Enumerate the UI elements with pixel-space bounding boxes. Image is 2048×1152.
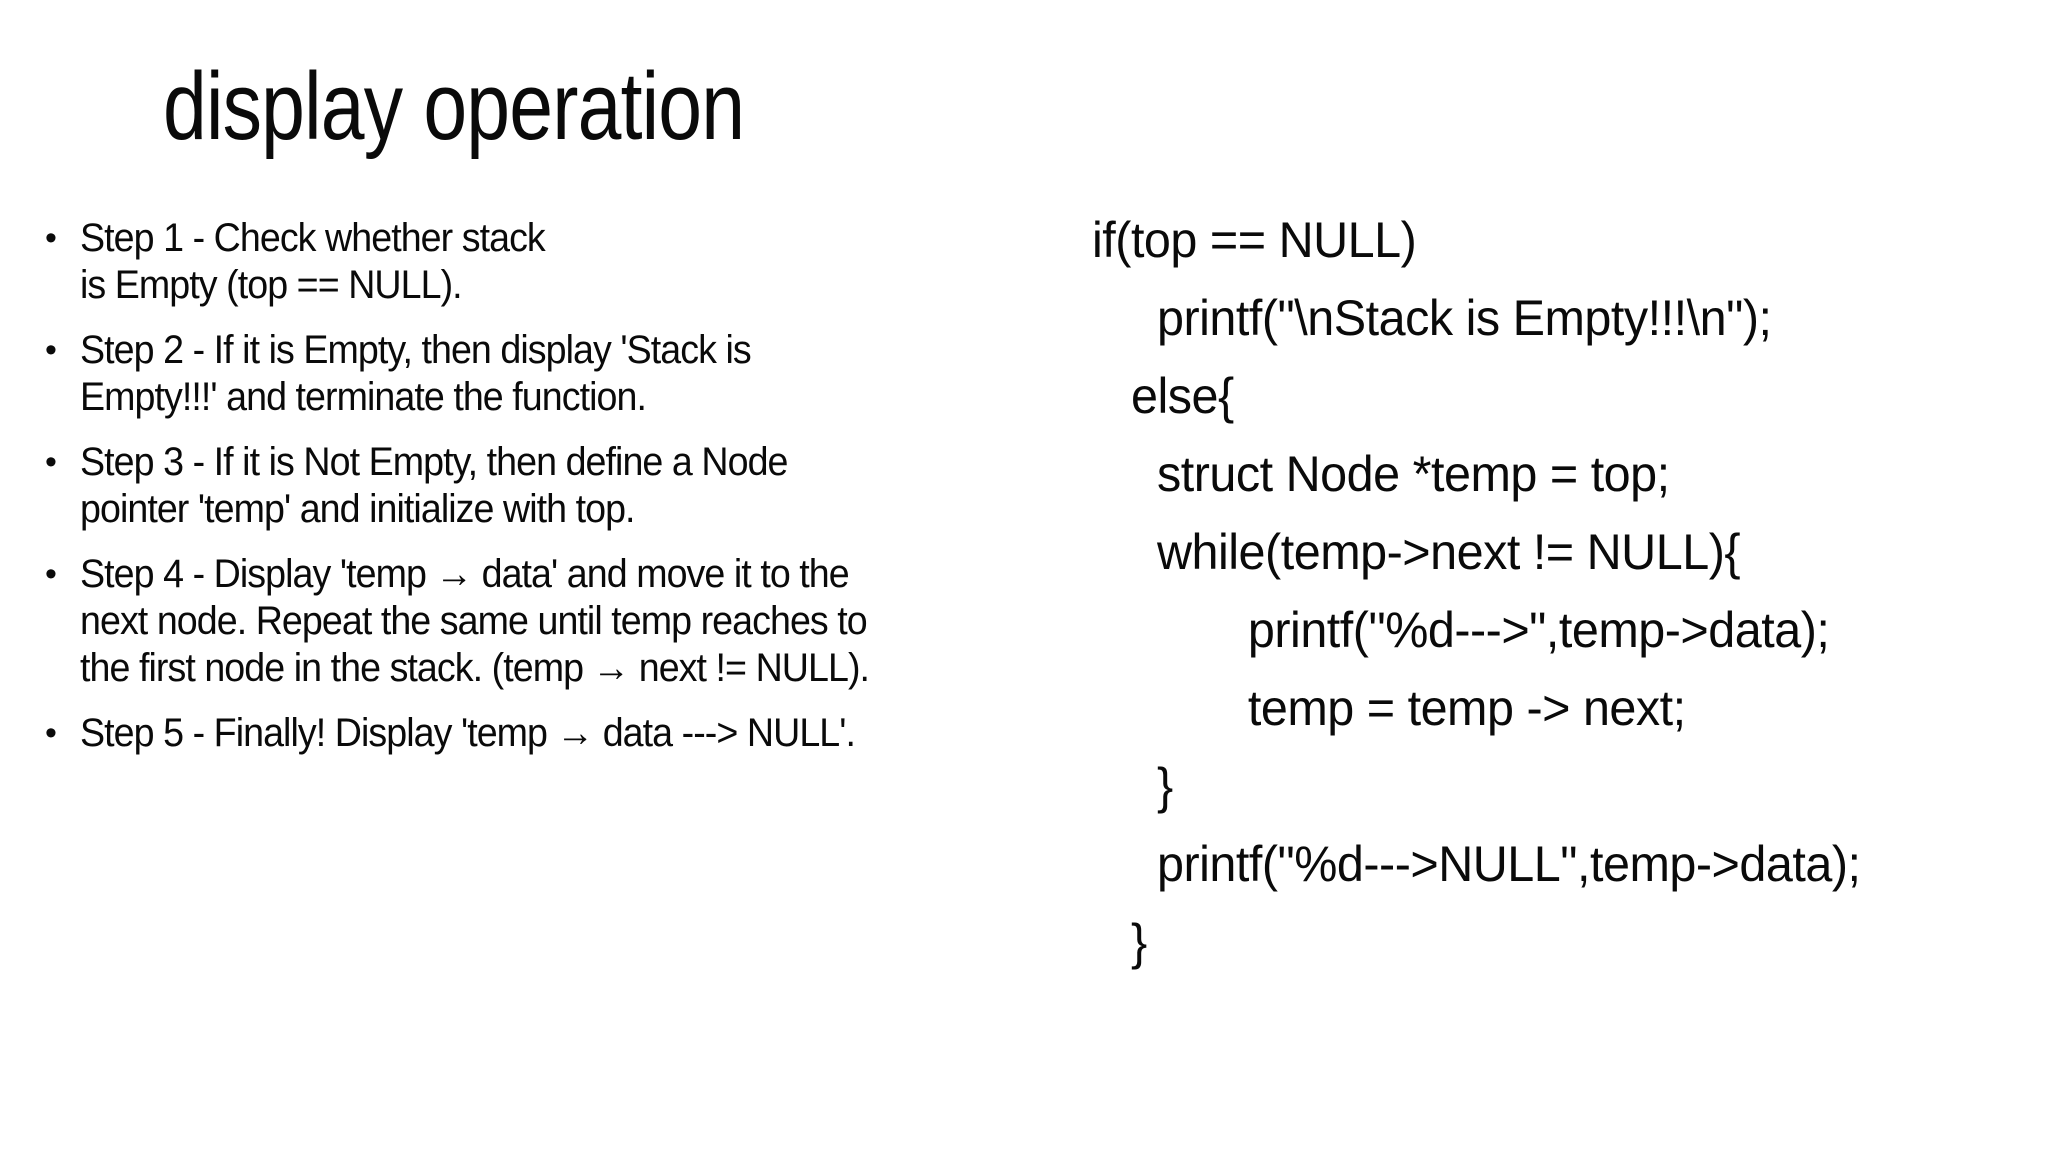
bullet-icon: • — [45, 714, 57, 752]
list-item: • Step 2 - If it is Empty, then display … — [45, 327, 1045, 421]
step-5-text: Step 5 - Finally! Display 'temp → data -… — [80, 711, 856, 755]
bullet-icon: • — [45, 443, 57, 481]
step-1-text: Step 1 - Check whether stack is Empty (t… — [80, 216, 546, 307]
step-list: • Step 1 - Check whether stack is Empty … — [45, 215, 1045, 775]
code-block: if(top == NULL) printf("\nStack is Empty… — [1092, 212, 1861, 970]
list-item: • Step 1 - Check whether stack is Empty … — [45, 215, 1045, 309]
step-4-text: Step 4 - Display 'temp → data' and move … — [80, 552, 870, 690]
list-item: • Step 5 - Finally! Display 'temp → data… — [45, 710, 1045, 757]
bullet-icon: • — [45, 219, 57, 257]
step-3-text: Step 3 - If it is Not Empty, then define… — [80, 440, 788, 531]
bullet-icon: • — [45, 331, 57, 369]
step-2-text: Step 2 - If it is Empty, then display 'S… — [80, 328, 752, 419]
bullet-icon: • — [45, 555, 57, 593]
list-item: • Step 3 - If it is Not Empty, then defi… — [45, 439, 1045, 533]
page-title: display operation — [163, 53, 745, 160]
list-item: • Step 4 - Display 'temp → data' and mov… — [45, 551, 1045, 692]
